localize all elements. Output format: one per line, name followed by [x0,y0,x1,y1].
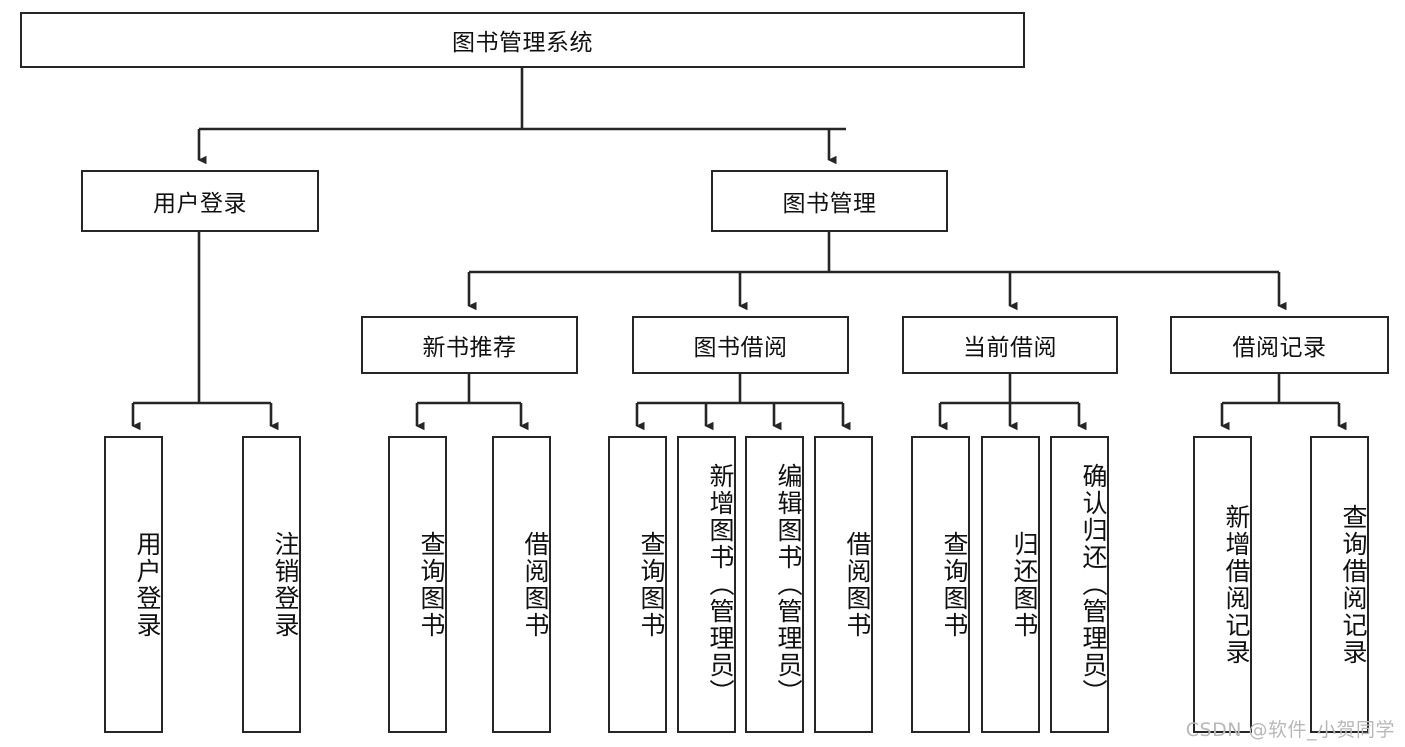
node-leaf-logout-label: 注销登录 [271,530,300,639]
node-book-borrow-label: 图书借阅 [693,335,788,361]
node-leaf-confirm-return[interactable]: 确认归还（管理员） [1050,436,1109,733]
node-book-borrow[interactable]: 图书借阅 [632,316,849,374]
node-leaf-user-login[interactable]: 用户登录 [104,436,163,733]
node-leaf-return-book[interactable]: 归还图书 [981,436,1040,733]
node-leaf-query-book-2[interactable]: 查询图书 [608,436,667,733]
node-leaf-add-book-label: 新增图书（管理员） [706,463,735,706]
node-leaf-borrow-book-2[interactable]: 借阅图书 [814,436,873,733]
node-leaf-add-record[interactable]: 新增借阅记录 [1193,436,1252,733]
node-leaf-query-record-label: 查询借阅记录 [1339,503,1368,666]
node-current-borrow-label: 当前借阅 [963,335,1057,361]
node-book-manage[interactable]: 图书管理 [711,170,948,232]
node-leaf-edit-book[interactable]: 编辑图书（管理员） [745,436,804,733]
node-leaf-query-record[interactable]: 查询借阅记录 [1310,436,1369,733]
node-borrow-record[interactable]: 借阅记录 [1170,316,1389,374]
node-user-login-label: 用户登录 [153,191,247,217]
node-leaf-borrow-book-1[interactable]: 借阅图书 [492,436,551,733]
node-leaf-query-book-3-label: 查询图书 [940,530,969,639]
node-leaf-borrow-book-1-label: 借阅图书 [521,530,550,639]
node-leaf-add-record-label: 新增借阅记录 [1222,503,1251,666]
node-user-login[interactable]: 用户登录 [81,170,319,232]
node-new-book-rec-label: 新书推荐 [422,335,517,361]
node-leaf-add-book[interactable]: 新增图书（管理员） [677,436,736,733]
node-root-label: 图书管理系统 [452,30,593,56]
node-current-borrow[interactable]: 当前借阅 [902,316,1118,374]
node-leaf-edit-book-label: 编辑图书（管理员） [774,463,803,706]
node-leaf-query-book-1[interactable]: 查询图书 [388,436,447,733]
node-leaf-borrow-book-2-label: 借阅图书 [843,530,872,639]
node-leaf-query-book-3[interactable]: 查询图书 [911,436,970,733]
node-leaf-logout[interactable]: 注销登录 [242,436,301,733]
node-borrow-record-label: 借阅记录 [1232,335,1327,361]
node-leaf-return-book-label: 归还图书 [1010,530,1039,639]
node-new-book-rec[interactable]: 新书推荐 [361,316,578,374]
node-leaf-confirm-return-label: 确认归还（管理员） [1079,463,1108,706]
node-leaf-user-login-label: 用户登录 [133,530,162,639]
node-root[interactable]: 图书管理系统 [20,12,1025,68]
watermark-text: CSDN @软件_小贺同学 [1185,719,1395,741]
node-leaf-query-book-2-label: 查询图书 [637,530,666,639]
node-leaf-query-book-1-label: 查询图书 [417,530,446,639]
node-book-manage-label: 图书管理 [782,191,877,217]
